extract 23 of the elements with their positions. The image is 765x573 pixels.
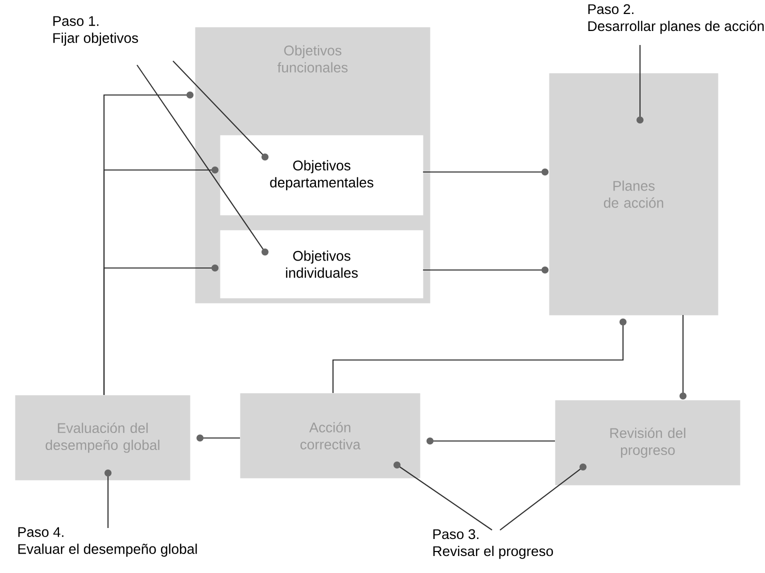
leader-line (172, 60, 268, 160)
connector (423, 168, 548, 176)
process-box: Revisión del progreso (555, 400, 740, 486)
leader-line (394, 462, 492, 530)
connector (332, 318, 626, 393)
step-label: Paso 3. Revisar el progreso (433, 529, 553, 559)
connector (423, 266, 548, 274)
process-box: Planes de acción (549, 73, 718, 316)
leader-line (136, 64, 268, 256)
step-label: Paso 4. Evaluar el desempeño global (18, 527, 197, 557)
process-box: Acción correctiva (240, 393, 420, 478)
leader-line (104, 470, 112, 528)
connector (426, 438, 555, 444)
leader-line (636, 45, 644, 124)
connector (196, 434, 240, 442)
objective-box: Objetivos departamentales (220, 135, 424, 216)
connector (680, 315, 686, 400)
step-label: Paso 2. Desarrollar planes de acción (588, 4, 764, 34)
process-box: Evaluación del desempeño global (15, 395, 190, 480)
step-label: Paso 1. Fijar objetivos (53, 16, 138, 46)
leader-line (500, 464, 586, 530)
objective-box: Objetivos individuales (220, 230, 424, 298)
connector (103, 264, 218, 395)
